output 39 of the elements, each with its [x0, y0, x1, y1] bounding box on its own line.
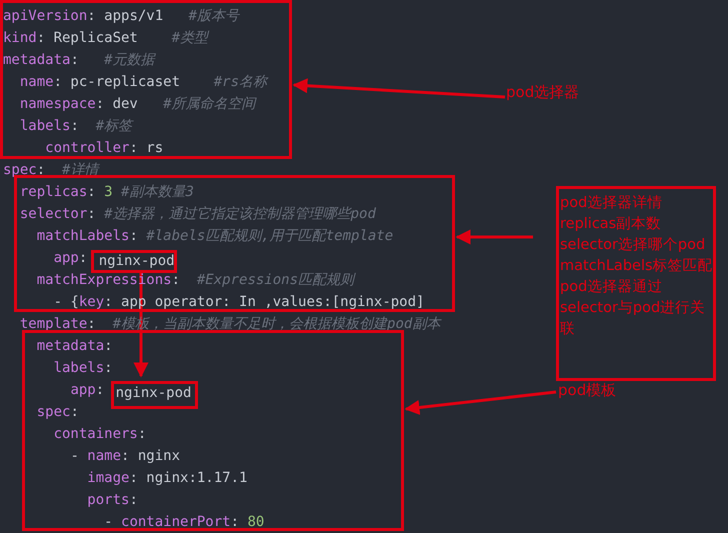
arrow	[456, 230, 533, 244]
code-line: matchLabels: #labels匹配规则,用于匹配template	[36, 227, 394, 246]
code-line: image: nginx:1.17.1	[87, 469, 248, 488]
annotation-text: selector选择哪个pod	[560, 236, 706, 255]
code-line: nginx-pod	[98, 252, 175, 271]
code-line: app:	[70, 381, 104, 400]
highlight-box	[91, 250, 177, 273]
code-line: labels: #标签	[20, 117, 132, 136]
annotation-box	[556, 186, 716, 381]
code-line: spec: #详情	[3, 161, 98, 180]
code-line: containers:	[54, 425, 146, 444]
annotation-text: pod选择器详情	[560, 194, 664, 213]
code-line: - name: nginx	[70, 447, 180, 466]
code-line: metadata:	[36, 337, 113, 356]
code-line: app:	[54, 249, 88, 268]
highlight-box	[111, 381, 198, 409]
annotation-text: replicas副本数	[560, 215, 662, 234]
annotation-text: pod选择器	[506, 82, 580, 103]
annotation-text: matchLabels标签匹配	[560, 257, 713, 276]
code-line: apiVersion: apps/v1 #版本号	[3, 7, 239, 26]
code-line: kind: ReplicaSet #类型	[3, 29, 208, 48]
annotation-text: pod选择器通过selector与pod进行关联	[560, 278, 706, 339]
annotation-text: pod模板	[558, 380, 618, 401]
code-line: - containerPort: 80	[104, 513, 264, 532]
code-line: nginx-pod	[116, 384, 192, 403]
code-line: labels:	[54, 359, 113, 378]
code-line: spec:	[36, 403, 79, 422]
code-line: name: pc-replicaset #rs名称	[20, 73, 268, 92]
code-line: ports:	[87, 491, 138, 510]
code-line: controller: rs	[45, 139, 164, 158]
code-block-frame	[22, 330, 404, 531]
arrow	[404, 390, 556, 415]
arrow	[292, 78, 506, 98]
code-block-frame	[0, 0, 292, 159]
code-line: selector: #选择器，通过它指定该控制器管理哪些pod	[20, 205, 376, 224]
code-line: replicas: 3 #副本数量3	[20, 183, 194, 202]
code-line: namespace: dev #所属命名空间	[20, 95, 256, 114]
code-line: metadata: #元数据	[3, 51, 155, 70]
code-block-frame	[14, 175, 455, 312]
